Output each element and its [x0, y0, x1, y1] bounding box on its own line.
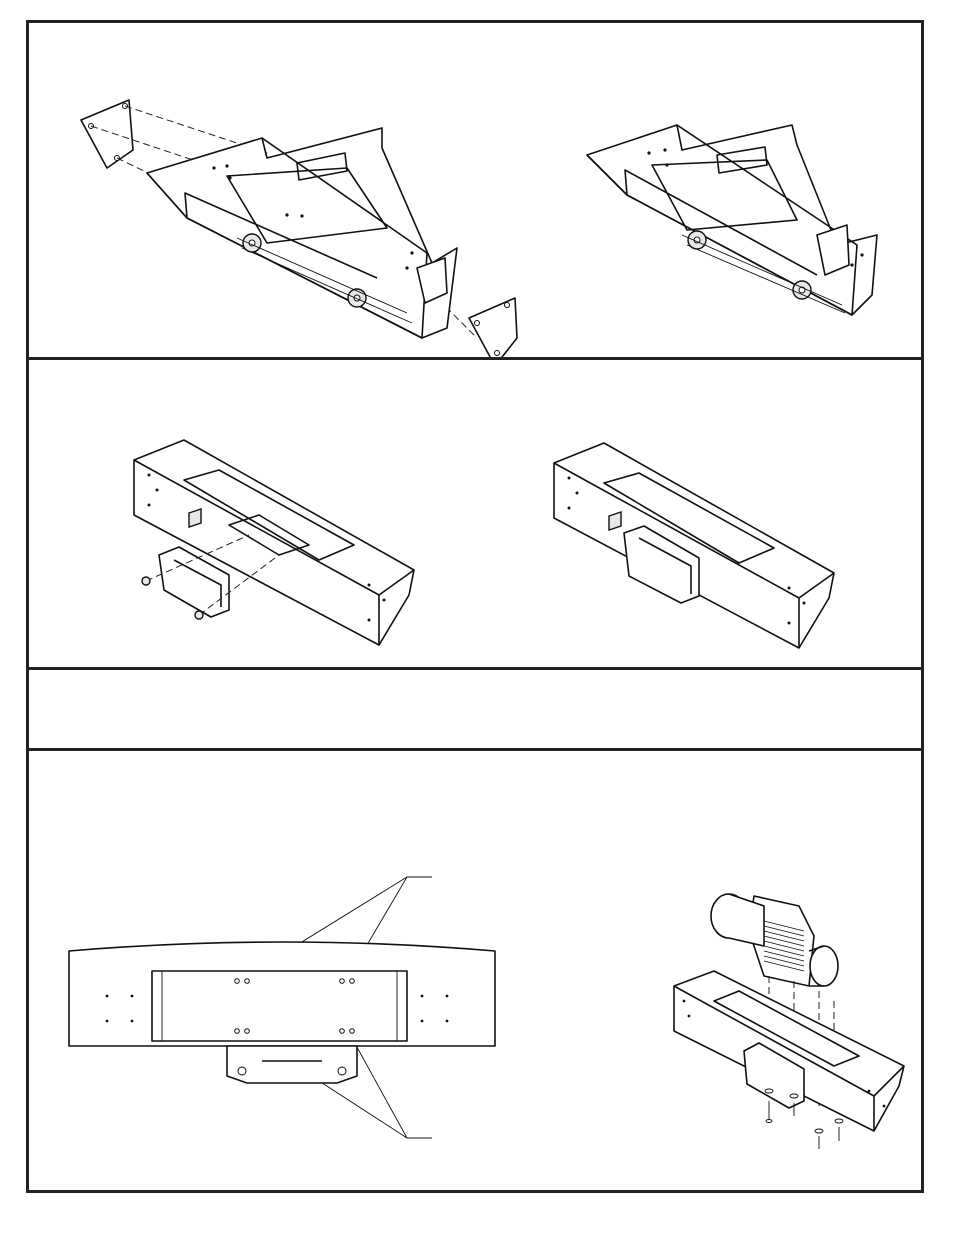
- winch-mounting-exploded-figure: [669, 891, 899, 1151]
- fairlead-exploded-figure: [129, 435, 419, 645]
- instruction-panel-step-4: [26, 748, 924, 1193]
- instruction-panel-step-3: [26, 667, 924, 751]
- bracket-assembled-figure: [587, 125, 897, 325]
- instruction-panel-step-2: [26, 357, 924, 670]
- instruction-panel-step-1: [26, 20, 924, 360]
- bracket-exploded-figure: [77, 98, 537, 358]
- bracket-bottom-view-figure: [67, 871, 507, 1171]
- fairlead-installed-figure: [549, 438, 839, 648]
